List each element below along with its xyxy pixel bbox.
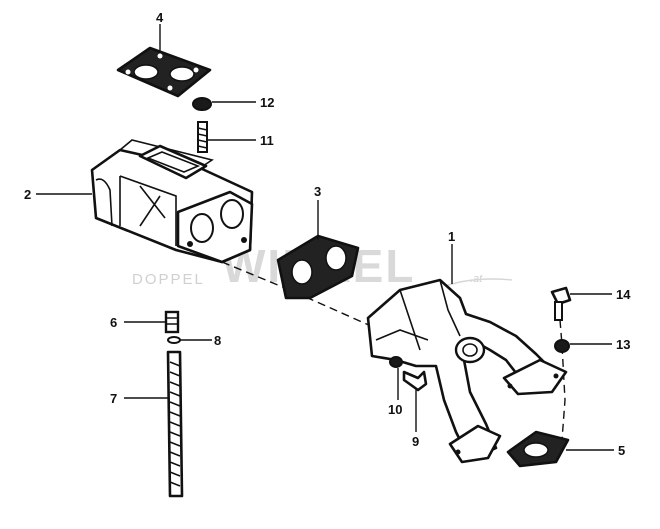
callout-10: 10 xyxy=(388,402,402,417)
callout-13: 13 xyxy=(616,337,630,352)
bolt-14 xyxy=(550,286,572,321)
callout-14: 14 xyxy=(616,287,631,302)
washer-10 xyxy=(389,356,403,368)
callout-12: 12 xyxy=(260,95,274,110)
stud-short xyxy=(197,121,208,153)
rod-7 xyxy=(166,350,184,498)
o-ring-8 xyxy=(167,336,181,344)
callout-7: 7 xyxy=(110,391,117,406)
bolt-9 xyxy=(402,370,428,392)
callout-1: 1 xyxy=(448,229,455,244)
nut-13 xyxy=(554,339,570,353)
callout-8: 8 xyxy=(214,333,221,348)
callout-2: 2 xyxy=(24,187,31,202)
gasket-middle xyxy=(276,234,360,300)
callout-4: 4 xyxy=(156,10,164,25)
gasket-bottom xyxy=(506,430,570,468)
sleeve-6 xyxy=(164,310,180,334)
washer-top xyxy=(192,97,212,111)
manifold-pipe xyxy=(366,278,568,464)
callout-5: 5 xyxy=(618,443,625,458)
callout-3: 3 xyxy=(314,184,321,199)
callout-11: 11 xyxy=(260,133,274,148)
callout-labels: 1 2 3 4 5 6 7 8 9 10 11 12 13 14 xyxy=(24,10,631,458)
leader-lines xyxy=(36,24,614,451)
watermark-left: DOPPEL xyxy=(132,271,205,288)
gasket-top xyxy=(116,46,212,98)
callout-6: 6 xyxy=(110,315,117,330)
intake-adapter-block xyxy=(90,139,254,264)
callout-9: 9 xyxy=(412,434,419,449)
